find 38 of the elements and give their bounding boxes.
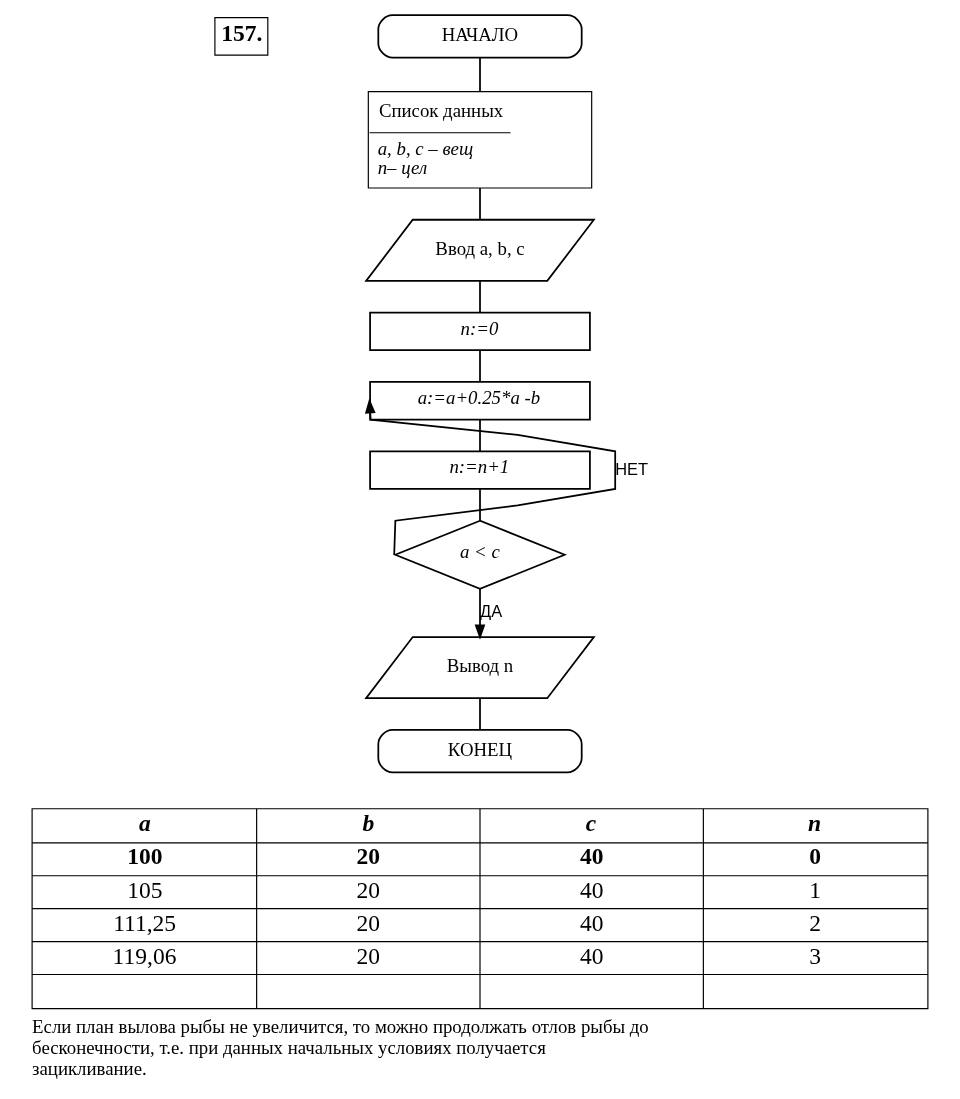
label: 20 [356,942,381,969]
node-box: n:=0 [369,311,591,352]
label: 2 [809,909,821,936]
node-box: КОНЕЦ [377,729,583,774]
node-box: НАЧАЛО [377,14,583,59]
label: 40 [579,942,604,969]
label: c [585,810,597,837]
connector [479,349,481,383]
label: 0 [809,842,821,869]
connector [479,280,481,314]
arrow [474,588,486,640]
label: 3 [809,942,821,969]
node-box: n:=n+1 [369,450,591,490]
connector [479,488,481,522]
node-box: a:=a+0.25*a -b [369,381,591,421]
label: 20 [356,842,381,869]
label: 40 [579,877,604,904]
label: a [139,810,151,837]
connector [479,187,481,221]
connector [479,57,481,93]
label: 40 [579,909,604,936]
node-diamond: a < c [393,519,567,590]
label: 105 [127,877,163,904]
label: 20 [356,909,381,936]
label: b [362,810,375,837]
edge-label: НЕТ [615,459,649,478]
label: 111,25 [113,909,177,936]
label: 40 [579,842,604,869]
label: 1 [809,877,821,904]
label: 119,06 [112,942,177,969]
label: 20 [356,877,381,904]
label: n [807,810,822,837]
connector [479,697,481,731]
label: 100 [127,842,163,869]
arrow [364,398,617,556]
caption: Если план вылова рыбы не увеличится, то можно продолжать отлов рыбы до бесконечности, т.е. при данных начальных условиях получается зацикливание. [32,1016,649,1080]
connector [479,419,481,452]
label: 157. [221,20,263,47]
